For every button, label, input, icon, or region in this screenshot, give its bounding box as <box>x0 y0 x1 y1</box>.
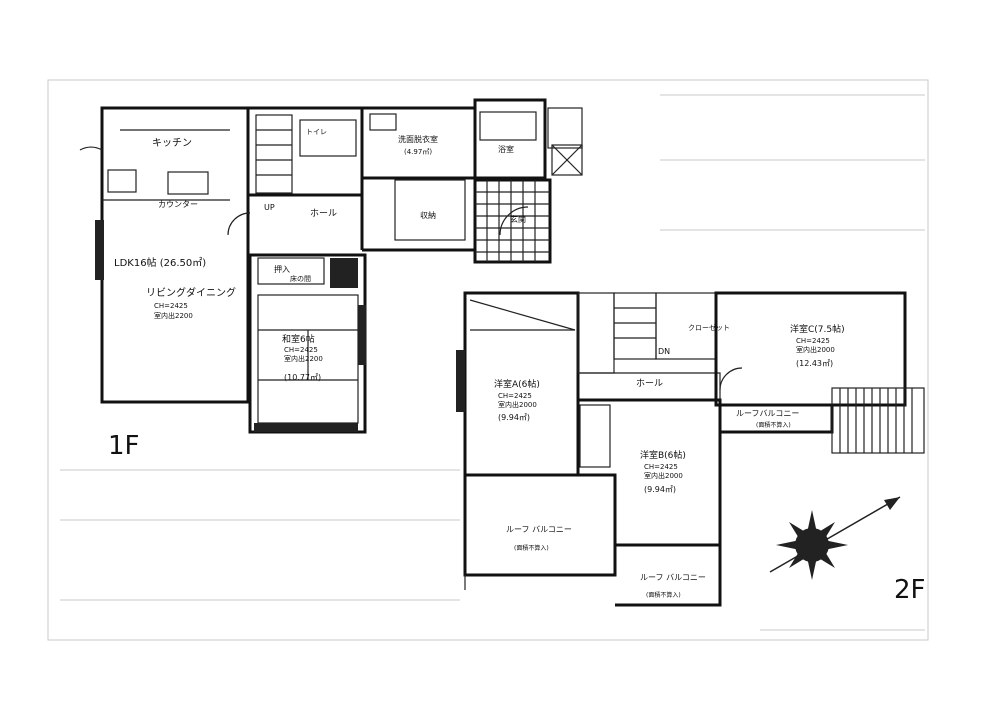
room-a-sub-label: 室内出2000 <box>498 400 537 409</box>
roof-balcony-bottom-note: (面積不算入) <box>646 591 681 599</box>
toilet-label: トイレ <box>306 128 327 136</box>
room-c-sub-label: 室内出2000 <box>796 345 835 354</box>
senmen-label: 洗面脱衣室 <box>398 134 438 144</box>
living-dining-label: リビングダイニング <box>146 286 236 299</box>
north-compass-icon <box>769 496 901 580</box>
roof-balcony-left-label: ルーフ バルコニー <box>506 525 572 534</box>
ldk-window <box>95 220 104 280</box>
room-b-label: 洋室B(6帖) <box>640 449 686 461</box>
floor-1-title: 1F <box>108 431 140 461</box>
room-a-label: 洋室A(6帖) <box>494 378 540 390</box>
hall-2f-label: ホール <box>636 378 663 389</box>
roof-balcony-right-deck <box>831 387 925 454</box>
closet-2f-label: クローゼット <box>688 323 730 332</box>
floor-2-title: 2F <box>894 575 926 605</box>
room-c-ch-label: CH=2425 <box>796 337 830 345</box>
senmen-area-label: (4.97㎡) <box>404 148 432 156</box>
washitsu-area-label: (10.77㎡) <box>284 373 321 382</box>
room-b-sub-label: 室内出2000 <box>644 471 683 480</box>
roof-balcony-bottom-label: ルーフ バルコニー <box>640 573 706 582</box>
floor-2-plan <box>456 291 925 607</box>
living-sub-label: 室内出2200 <box>154 311 193 320</box>
ldk-label: LDK16帖 (26.50㎡) <box>114 256 206 269</box>
washitsu-ch-label: CH=2425 <box>284 346 318 354</box>
washitsu-label: 和室6帖 <box>282 333 315 345</box>
room-c-label: 洋室C(7.5帖) <box>790 323 845 335</box>
room-a-window <box>456 350 465 412</box>
background-ghost-lines <box>47 79 929 641</box>
entrance-tile-grid <box>473 178 552 264</box>
kitchen-label: キッチン <box>152 137 192 149</box>
closet-1f-label: 押入 <box>274 264 290 274</box>
room-b-area-label: (9.94㎡) <box>644 485 676 494</box>
counter-label: カウンター <box>158 200 198 209</box>
floor-1-plan <box>79 98 583 434</box>
living-ch-label: CH=2425 <box>154 302 188 310</box>
dn-label: DN <box>658 347 670 356</box>
hall-1f-label: ホール <box>310 208 337 219</box>
toko-label: 床の間 <box>290 274 311 283</box>
room-a-ch-label: CH=2425 <box>498 392 532 400</box>
roof-balcony-left-note: (面積不算入) <box>514 544 549 552</box>
storage-label: 収納 <box>420 210 436 220</box>
entrance-label: 玄関 <box>510 214 526 224</box>
up-label: UP <box>264 203 275 212</box>
roof-balcony-right-label: ルーフバルコニー <box>736 409 799 418</box>
room-b-ch-label: CH=2425 <box>644 463 678 471</box>
roof-balcony-right-note: (面積不算入) <box>756 421 791 429</box>
room-a-area-label: (9.94㎡) <box>498 413 530 422</box>
bath-label: 浴室 <box>498 144 514 154</box>
washitsu-sub-label: 室内出2200 <box>284 354 323 363</box>
room-c-area-label: (12.43㎡) <box>796 359 833 368</box>
